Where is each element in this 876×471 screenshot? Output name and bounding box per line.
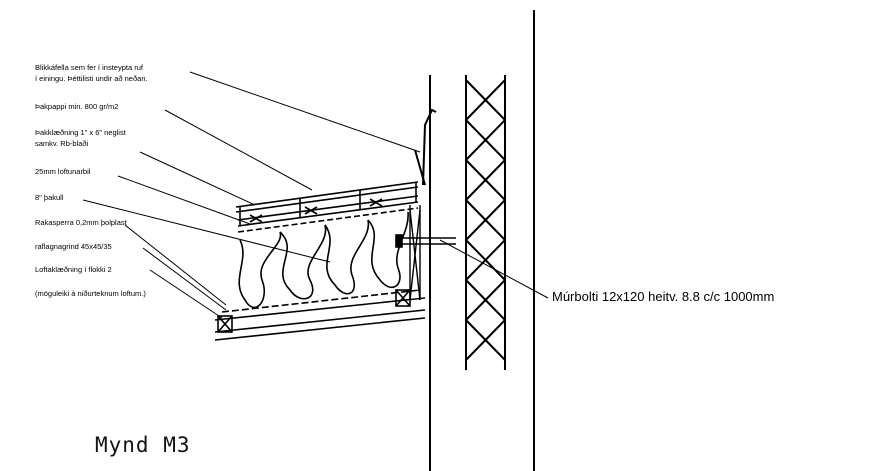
label-dropped-ceiling-note: (möguleiki á niðurteknum loftum.) xyxy=(35,289,146,298)
label-roof-boarding-line1: Þakklæðning 1" x 6" neglist xyxy=(35,128,126,137)
label-roofing-felt: Þakpappi min. 800 gr/m2 xyxy=(35,102,119,111)
roof-deck-layers xyxy=(235,181,419,233)
cladding-hatch xyxy=(465,75,506,370)
ceiling-layers xyxy=(214,289,426,341)
label-flashing-line1: Blikkáfella sem fer í insteypta ruf xyxy=(35,63,143,72)
label-vapour-barrier: Rakasperra 0,2mm þolplast xyxy=(35,218,127,227)
flashing xyxy=(414,108,437,186)
label-anchor-bolt: Múrbolti 12x120 heitv. 8.8 c/c 1000mm xyxy=(552,289,775,304)
label-roof-boarding-line2: samkv. Rb-blaði xyxy=(35,139,89,148)
label-flashing-line2: í einingu. Þéttilisti undir að neðan. xyxy=(35,74,148,83)
label-ventilation-gap: 25mm loftunarbil xyxy=(35,167,91,176)
label-insulation: 8" þakull xyxy=(35,193,64,202)
label-service-grid: raflagnagrind 45x45/35 xyxy=(35,242,112,251)
leader-lines xyxy=(82,71,549,319)
anchor-bolt xyxy=(395,234,456,248)
joist-end xyxy=(409,205,421,301)
label-ceiling-lining: Loftaklæðning í flokki 2 xyxy=(35,265,112,274)
figure-caption: Mynd M3 xyxy=(95,433,191,457)
insulation-batts xyxy=(238,211,409,309)
